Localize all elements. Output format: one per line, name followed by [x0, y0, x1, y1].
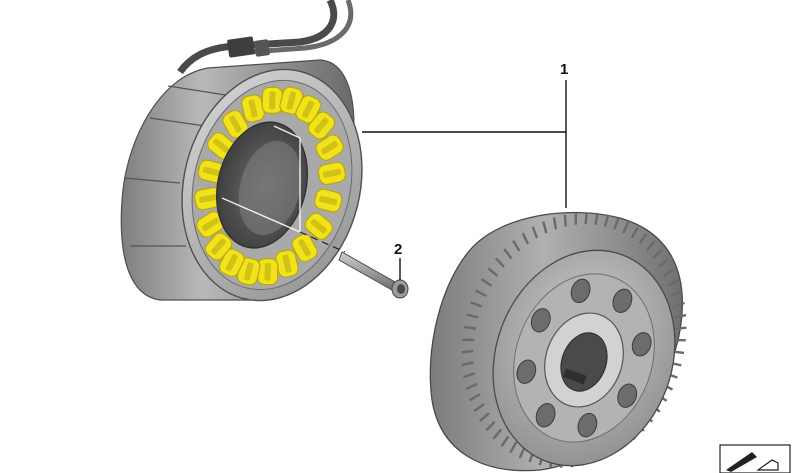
rotor-holes — [516, 278, 652, 438]
tone-ring-tooth — [465, 382, 478, 390]
tone-ring-tooth — [479, 412, 490, 422]
tone-ring-tooth — [494, 257, 505, 268]
callout-2: 2 — [394, 241, 402, 258]
tone-ring-tooth — [480, 278, 493, 287]
coil — [222, 109, 249, 139]
coil — [261, 86, 284, 114]
tone-ring-tooth — [630, 226, 639, 239]
rotor — [429, 211, 687, 472]
coil — [314, 188, 343, 213]
tone-ring-tooth — [500, 435, 510, 447]
coil — [241, 94, 265, 123]
tone-ring-tooth — [473, 403, 485, 412]
rotor-hole — [577, 412, 598, 438]
coil — [304, 212, 333, 240]
pen-scale-icon — [719, 444, 791, 473]
tone-ring-tooth — [461, 349, 474, 354]
coil — [307, 111, 336, 140]
tone-ring-tooth — [622, 221, 630, 234]
tone-ring-tooth — [674, 313, 687, 319]
rotor-hole — [535, 403, 556, 428]
tone-ring-tooth — [463, 372, 476, 379]
tone-ring-tooth — [563, 214, 567, 227]
coil — [279, 86, 304, 115]
coil — [204, 232, 233, 261]
rotor-hole — [617, 383, 638, 408]
rotor-hole — [516, 359, 537, 384]
callout-1-group: 1 — [362, 61, 568, 208]
tone-ring-tooth — [462, 338, 475, 342]
tone-ring-tooth — [603, 214, 610, 227]
bolt — [299, 231, 409, 299]
tone-ring-tooth — [667, 278, 679, 287]
tone-ring-tooth — [594, 212, 599, 225]
tone-ring-tooth — [469, 393, 481, 402]
tone-ring-tooth — [574, 212, 578, 225]
stator-wires — [177, 0, 354, 75]
coil — [291, 233, 318, 263]
tone-ring-tooth — [531, 226, 539, 239]
tone-ring-tooth — [584, 212, 588, 225]
tone-ring-tooth — [461, 361, 474, 367]
tone-ring-tooth — [485, 420, 496, 432]
callout-2-group: 2 — [394, 241, 402, 280]
leader-line-1 — [362, 80, 567, 133]
tone-ring-tooth — [512, 239, 521, 252]
tone-ring-tooth — [475, 289, 487, 297]
tone-ring-tooth — [652, 248, 663, 260]
tone-ring-tooth — [492, 428, 503, 440]
tone-ring-tooth — [466, 313, 479, 319]
tone-ring-tooth — [470, 301, 483, 308]
tone-ring-tooth — [658, 258, 669, 268]
coil — [317, 161, 346, 186]
tone-ring-tooth — [613, 217, 620, 230]
rotor-hole — [631, 332, 652, 357]
tone-ring-tooth — [638, 233, 648, 245]
tone-ring-tooth — [509, 441, 518, 454]
rotor-hole — [530, 308, 551, 333]
tone-ring-tooth — [674, 326, 687, 331]
tone-ring-tooth — [673, 338, 686, 342]
tone-ring-tooth — [503, 248, 513, 260]
stator — [120, 0, 363, 302]
tone-ring-tooth — [463, 325, 476, 330]
coil — [315, 134, 344, 161]
rotor-hole — [612, 288, 633, 313]
tone-ring-tooth — [663, 268, 675, 277]
tone-ring-tooth — [518, 446, 526, 459]
tone-ring-tooth — [542, 221, 548, 234]
tone-ring-tooth — [670, 290, 683, 298]
tone-ring-tooth — [487, 267, 499, 277]
tone-ring-tooth — [552, 217, 558, 230]
coil — [218, 248, 245, 278]
rotor-hole — [570, 278, 591, 304]
coil — [295, 94, 322, 124]
tone-ring-tooth — [521, 232, 530, 245]
tone-ring-tooth — [672, 301, 685, 308]
tone-ring-tooth — [645, 240, 656, 252]
callout-1: 1 — [560, 61, 568, 78]
coil — [256, 258, 279, 286]
